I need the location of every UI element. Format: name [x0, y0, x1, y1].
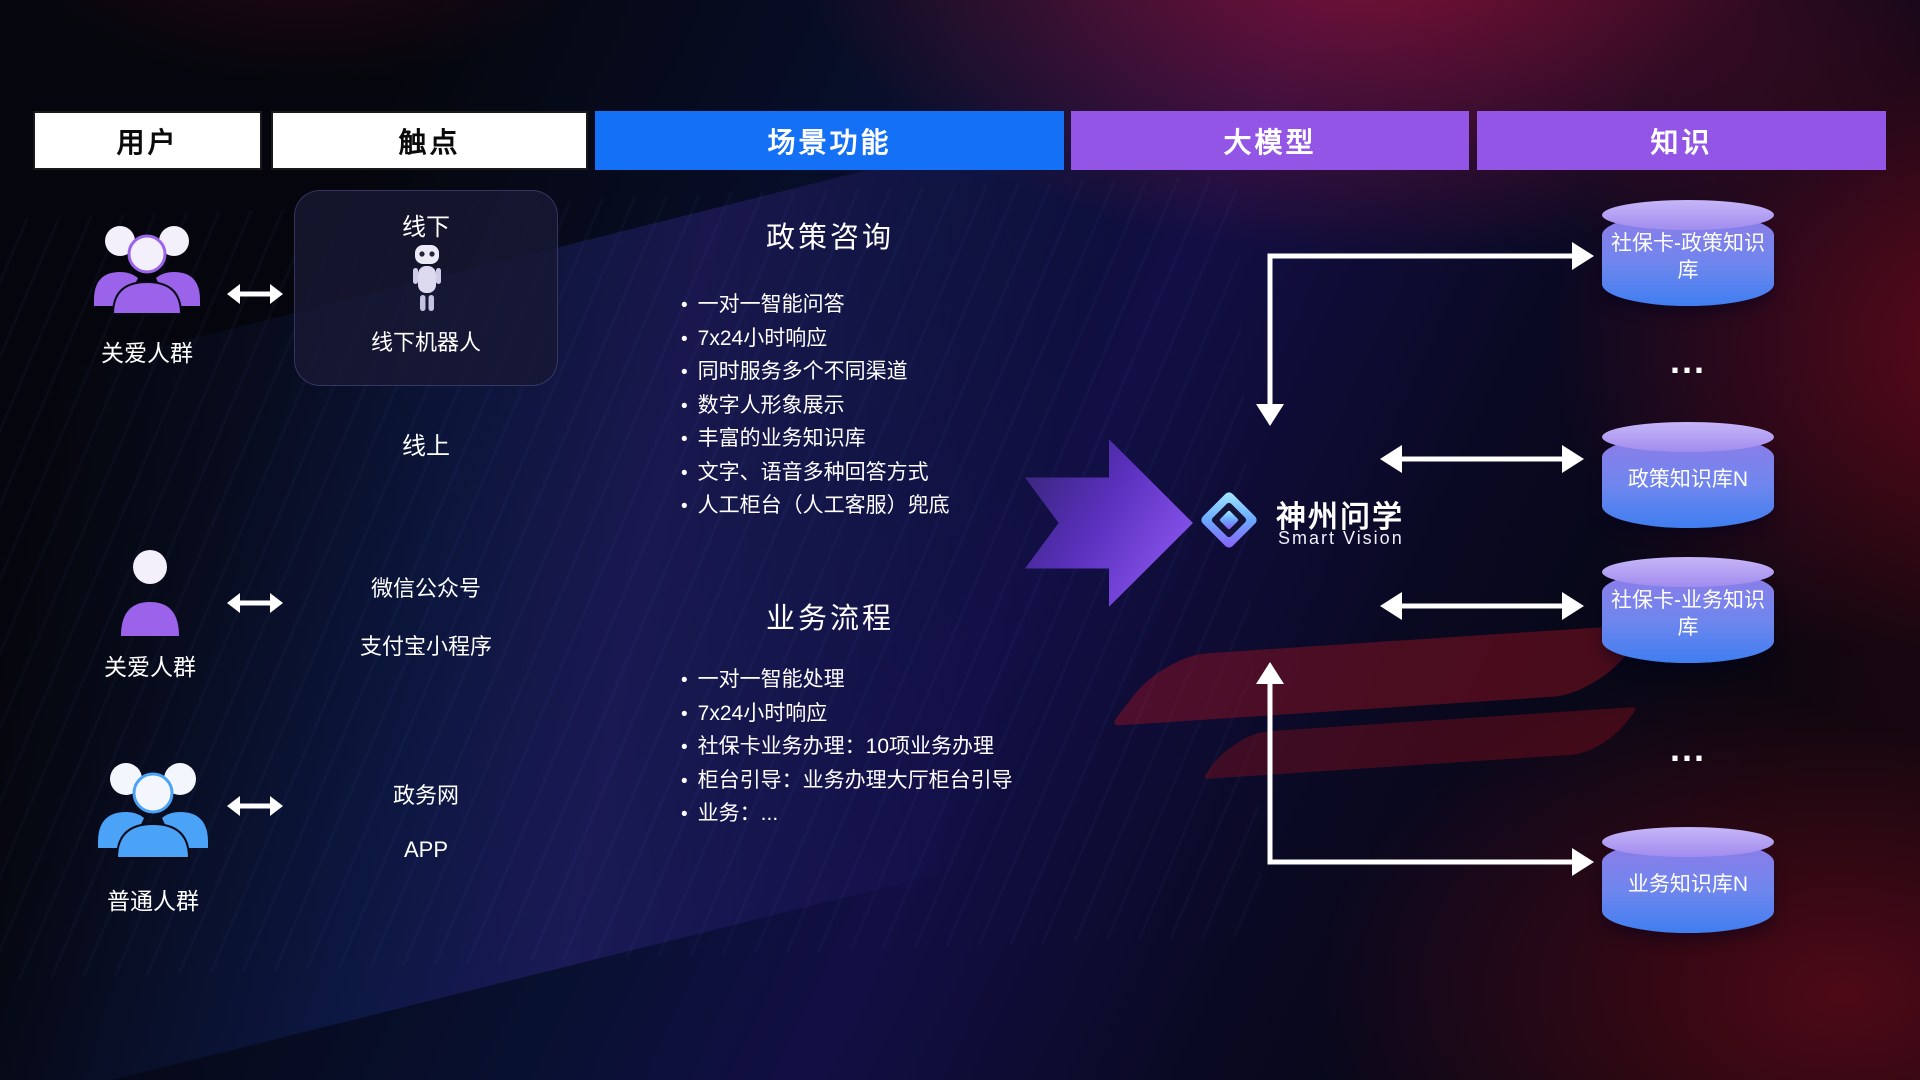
list-item: 业务：...: [681, 798, 1101, 832]
scenario-policy-title: 政策咨询: [765, 222, 894, 254]
list-item: 丰富的业务知识库: [681, 423, 1101, 457]
list-item: 一对一智能问答: [681, 289, 1101, 323]
database-label: 社保卡-业务知识库: [1611, 589, 1765, 639]
list-item: 一对一智能处理: [681, 664, 1101, 698]
list-item: 社保卡业务办理：10项业务办理: [681, 731, 1101, 765]
database-cylinder-business-n: 业务知识库N: [1602, 827, 1774, 933]
column-header-model-label: 大模型: [1223, 126, 1317, 158]
offline-robot-label: 线下机器人: [370, 330, 481, 355]
cylinder-top: [1602, 827, 1774, 857]
bidirectional-arrow-icon: [227, 281, 283, 307]
list-item: 文字、语音多种回答方式: [681, 457, 1101, 491]
list-item: 7x24小时响应: [681, 323, 1101, 357]
column-header-knowledge-label: 知识: [1650, 126, 1713, 158]
people-group-icon: [92, 748, 214, 864]
diamond-logo-icon: [1194, 485, 1264, 555]
database-label: 社保卡-政策知识库: [1611, 232, 1765, 282]
database-label: 业务知识库N: [1627, 873, 1749, 896]
person-icon: [118, 546, 182, 638]
database-label: 政策知识库N: [1627, 468, 1749, 491]
database-cylinder-business-ss: 社保卡-业务知识库: [1602, 557, 1774, 663]
column-header-touchpoints: 触点: [271, 111, 588, 170]
scenario-business-list: 一对一智能处理 7x24小时响应 社保卡业务办理：10项业务办理 柜台引导：业务…: [681, 664, 1101, 832]
column-header-touchpoints-label: 触点: [398, 126, 461, 158]
touchpoint-wechat: 微信公众号: [370, 576, 481, 601]
user-group-label: 关爱人群: [104, 654, 196, 680]
list-item: 柜台引导：业务办理大厅柜台引导: [681, 765, 1101, 799]
bidirectional-arrow-icon: [227, 793, 283, 819]
online-title: 线上: [402, 433, 450, 460]
list-item: 同时服务多个不同渠道: [681, 356, 1101, 390]
model-subtitle: Smart Vision: [1278, 528, 1404, 548]
scenario-policy-list: 一对一智能问答 7x24小时响应 同时服务多个不同渠道 数字人形象展示 丰富的业…: [681, 289, 1101, 524]
ellipsis-label: ...: [1669, 340, 1706, 381]
column-header-knowledge: 知识: [1477, 111, 1886, 170]
touchpoint-app: APP: [403, 837, 449, 862]
list-item: 人工柜台（人工客服）兜底: [681, 490, 1101, 524]
user-group-label: 关爱人群: [101, 340, 193, 366]
touchpoint-alipay: 支付宝小程序: [359, 634, 492, 659]
robot-icon: [406, 243, 448, 315]
database-cylinder-policy-ss: 社保卡-政策知识库: [1602, 200, 1774, 306]
touchpoint-gov-web: 政务网: [392, 783, 459, 808]
user-group-label: 普通人群: [107, 888, 199, 914]
offline-touchpoint-panel: 线下 线下机器人: [294, 190, 558, 386]
column-header-model: 大模型: [1071, 111, 1469, 170]
scenario-business-title: 业务流程: [765, 603, 894, 635]
ellipsis-label: ...: [1669, 728, 1706, 769]
cylinder-top: [1602, 557, 1774, 587]
column-header-scenarios-label: 场景功能: [767, 126, 892, 158]
bidirectional-arrow-icon: [227, 590, 283, 616]
cylinder-top: [1602, 200, 1774, 230]
offline-title: 线下: [402, 214, 450, 241]
list-item: 7x24小时响应: [681, 698, 1101, 732]
cylinder-top: [1602, 422, 1774, 452]
database-cylinder-policy-n: 政策知识库N: [1602, 422, 1774, 528]
column-header-users-label: 用户: [116, 126, 179, 158]
column-header-scenarios: 场景功能: [595, 111, 1064, 170]
model-name: 神州问学: [1276, 501, 1404, 534]
people-group-icon: [86, 214, 208, 320]
list-item: 数字人形象展示: [681, 390, 1101, 424]
column-header-users: 用户: [33, 111, 262, 170]
